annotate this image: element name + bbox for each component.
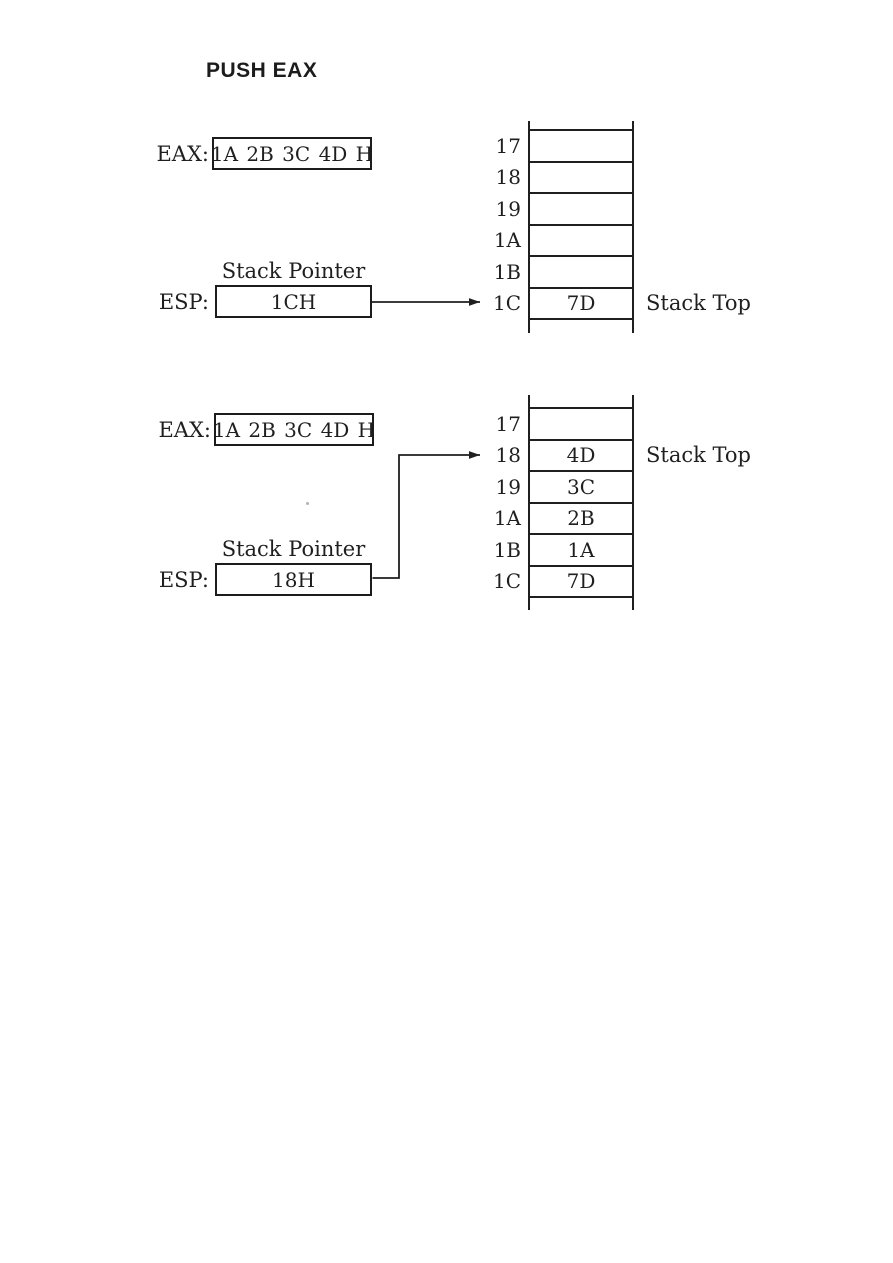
esp-register-box: 18H bbox=[215, 563, 372, 596]
row-cell-value: 3C bbox=[566, 474, 596, 499]
row-address-label: 1A bbox=[493, 506, 521, 531]
row-cell-value: 1A bbox=[567, 537, 595, 562]
stack-row: 1B 1A bbox=[494, 533, 632, 565]
stack-pointer-caption: Stack Pointer bbox=[221, 259, 366, 283]
row-address-label: 1C bbox=[492, 569, 521, 594]
row-cell-value: 7D bbox=[566, 291, 596, 316]
stack-row: 1A 2B bbox=[494, 501, 632, 534]
row-address-label: 19 bbox=[495, 474, 521, 499]
row-cell-value: 4D bbox=[566, 443, 596, 468]
eax-register-value: 1A 2B 3C 4D H bbox=[212, 417, 376, 442]
esp-arrow-after bbox=[372, 451, 480, 579]
row-address-label: 1A bbox=[493, 228, 521, 253]
stack-row: 1B bbox=[494, 255, 632, 287]
memory-stack-after: 17 18 4D Stack Top 19 3C 1A 2B 1B 1A 1C bbox=[493, 395, 751, 610]
stack-row: 18 4D Stack Top bbox=[496, 438, 751, 471]
row-address-label: 18 bbox=[495, 443, 521, 468]
stack-row: 17 bbox=[496, 129, 632, 161]
memory-stack-before: 17 18 19 1A 1B 1C 7D Stack To bbox=[493, 121, 751, 333]
eax-register-label: EAX: bbox=[156, 141, 209, 166]
row-address-label: 17 bbox=[495, 411, 521, 436]
eax-register-box: 1A 2B 3C 4D H bbox=[210, 137, 374, 170]
row-address-label: 1B bbox=[493, 537, 521, 562]
row-address-label: 19 bbox=[495, 196, 521, 221]
esp-register-value: 18H bbox=[272, 567, 315, 592]
eax-register-value: 1A 2B 3C 4D H bbox=[210, 141, 374, 166]
stack-top-label: Stack Top bbox=[646, 443, 751, 468]
esp-register-box: 1CH bbox=[215, 285, 372, 318]
row-address-label: 1C bbox=[492, 291, 521, 316]
stack-row: 18 bbox=[496, 160, 632, 193]
row-address-label: 1B bbox=[493, 259, 521, 284]
stack-row: 17 bbox=[496, 407, 632, 439]
row-cell-value: 7D bbox=[566, 569, 596, 594]
row-cell-value: 2B bbox=[567, 506, 595, 531]
stack-row: 1A bbox=[494, 223, 632, 256]
eax-register-label: EAX: bbox=[158, 417, 211, 442]
esp-register-label: ESP: bbox=[158, 567, 209, 592]
stack-row: 1C 7D Stack Top bbox=[493, 286, 751, 320]
stack-row: 1C 7D bbox=[493, 564, 632, 598]
instruction-title: PUSH EAX bbox=[206, 59, 318, 82]
esp-register-label: ESP: bbox=[158, 289, 209, 314]
stack-row: 19 bbox=[496, 192, 632, 224]
stack-row: 19 3C bbox=[496, 470, 632, 502]
stack-pointer-caption: Stack Pointer bbox=[221, 537, 366, 561]
eax-register-box: 1A 2B 3C 4D H bbox=[212, 413, 376, 446]
esp-register-value: 1CH bbox=[270, 289, 317, 314]
stack-top-label: Stack Top bbox=[646, 291, 751, 316]
row-address-label: 17 bbox=[495, 133, 521, 158]
row-address-label: 18 bbox=[495, 165, 521, 190]
stray-mark bbox=[306, 502, 309, 505]
